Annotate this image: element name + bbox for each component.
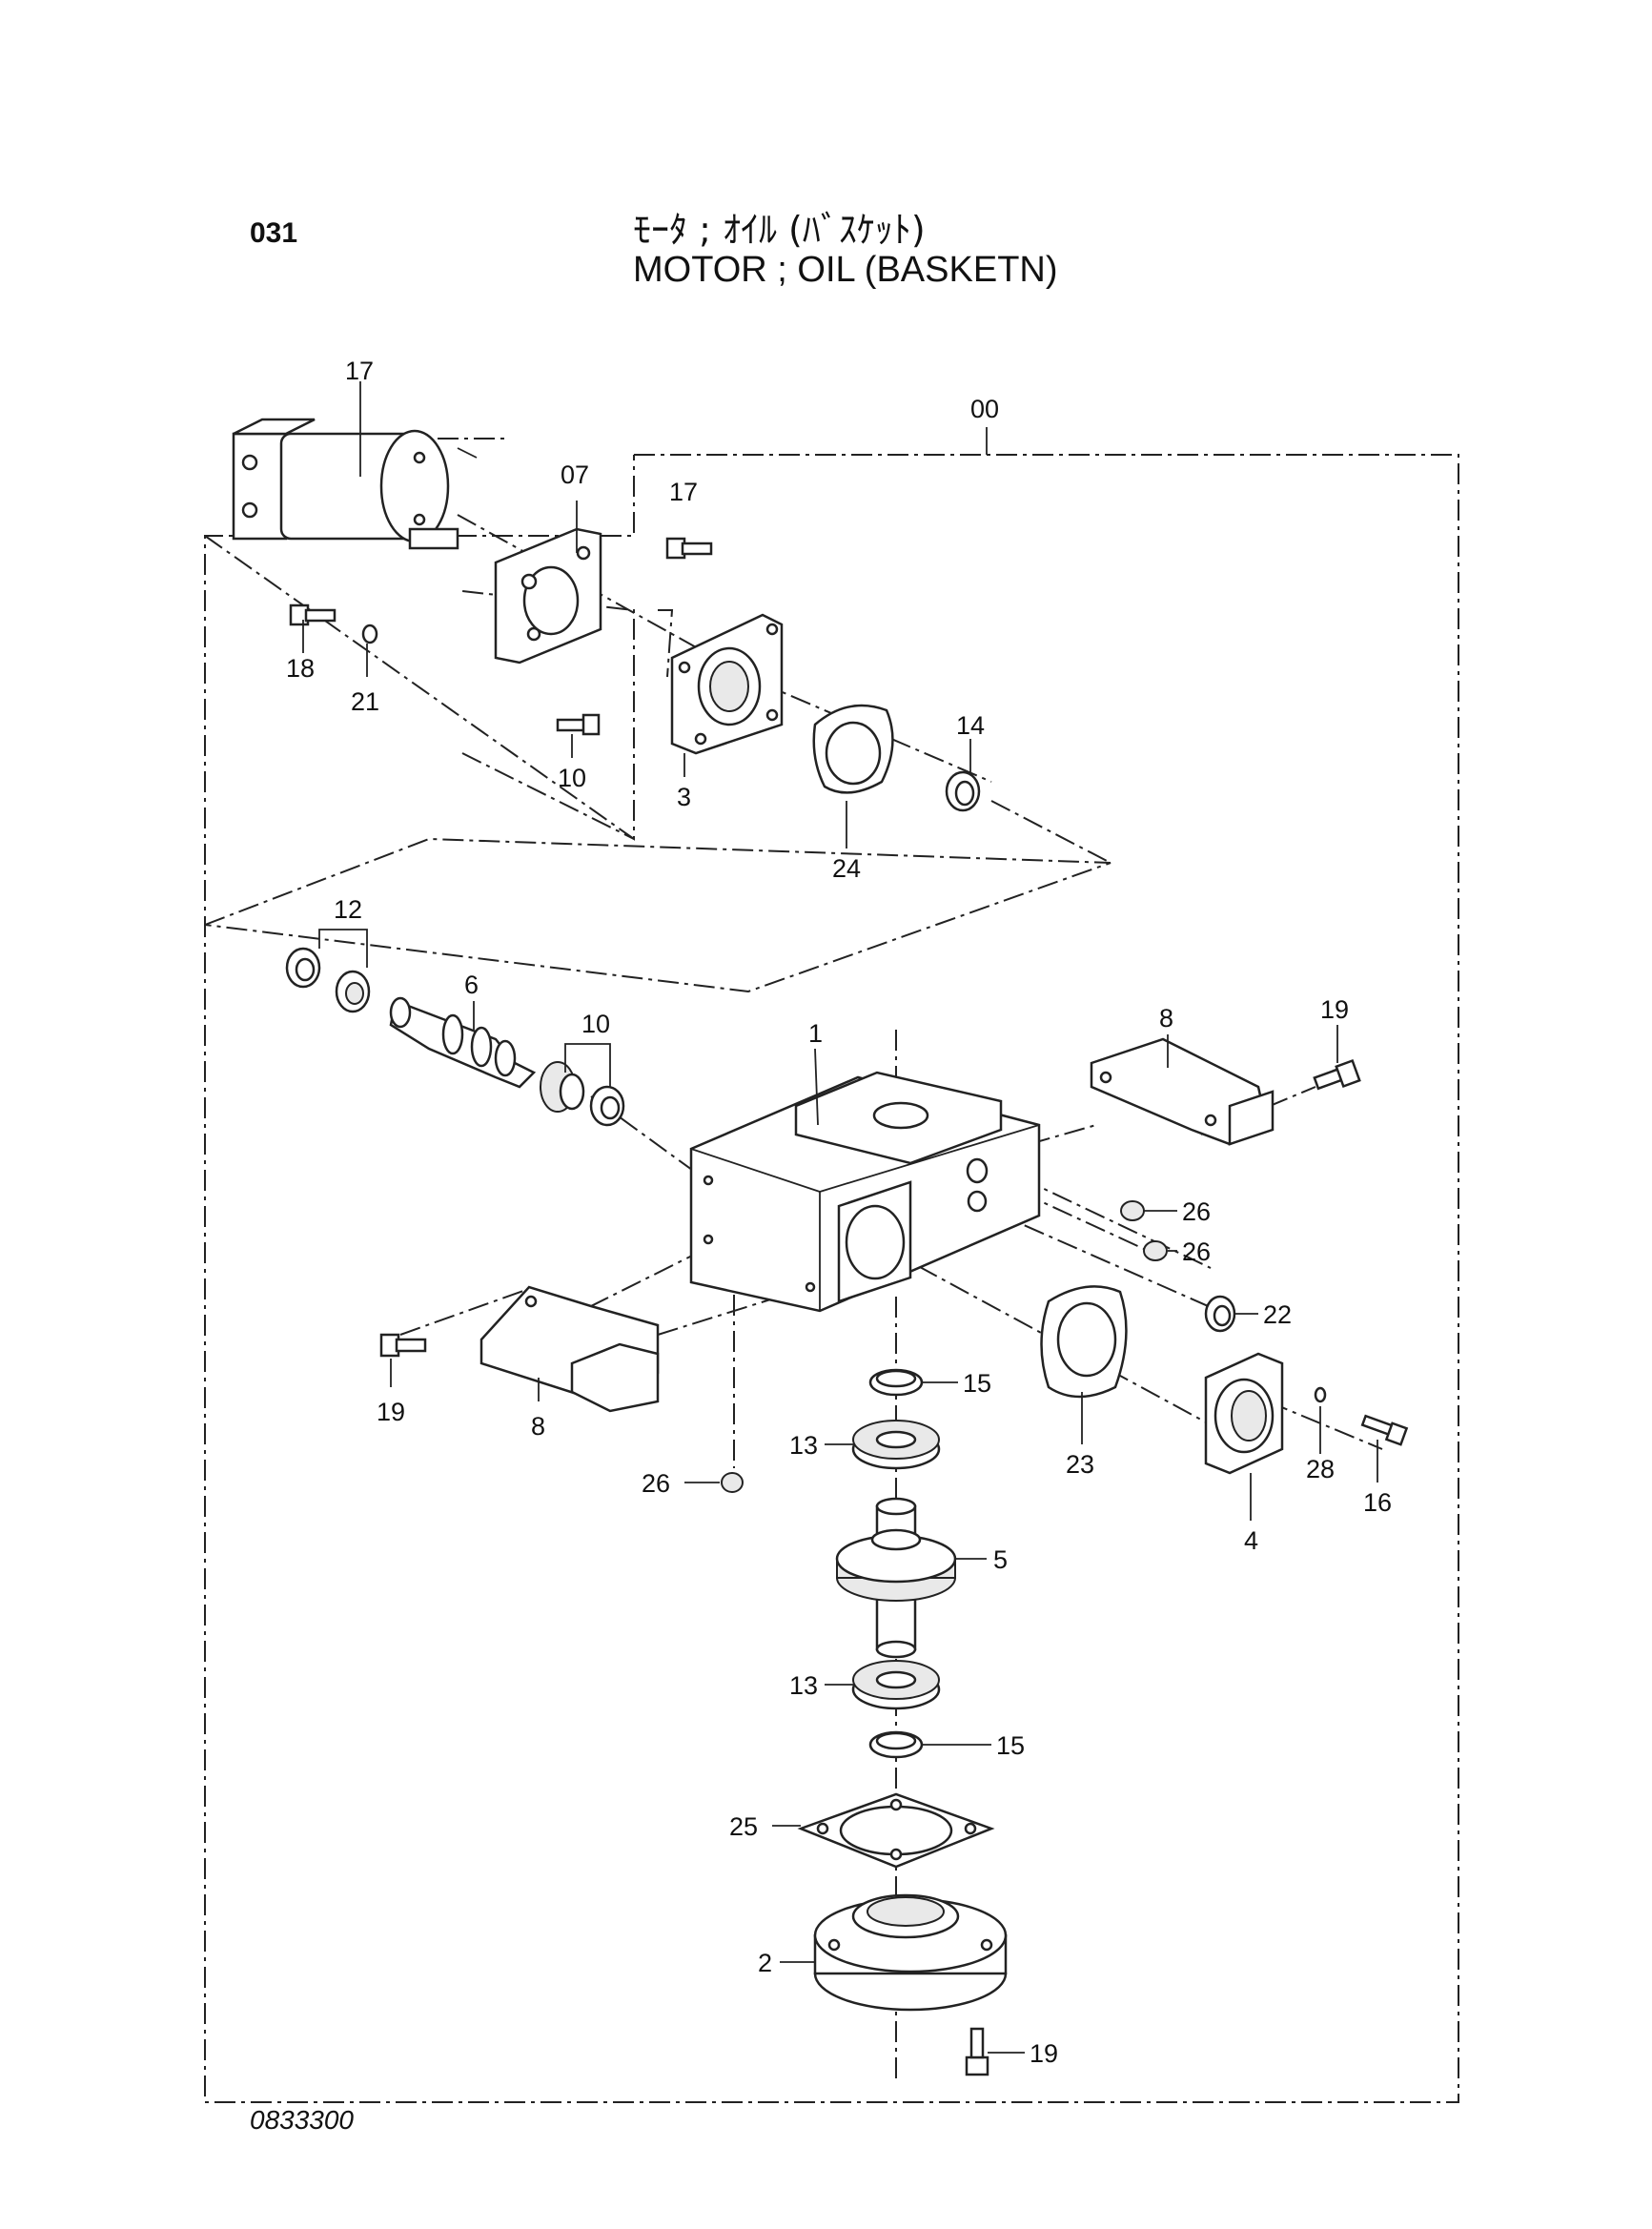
callout-3: 3 bbox=[677, 783, 691, 811]
bearing-part-13a bbox=[851, 1420, 941, 1470]
adapter-plate-part-07 bbox=[494, 527, 602, 665]
callout-18: 18 bbox=[286, 654, 315, 683]
assembly-boundary-00 bbox=[204, 427, 1459, 2103]
callout-26c: 26 bbox=[642, 1469, 670, 1498]
bearing-part-10b bbox=[540, 1061, 625, 1127]
seal-part-22 bbox=[1204, 1295, 1236, 1333]
plug-part-26a bbox=[1120, 1200, 1145, 1221]
gear-case-part-1 bbox=[689, 1071, 1041, 1313]
callout-16: 16 bbox=[1363, 1488, 1392, 1517]
callout-19b: 19 bbox=[377, 1398, 405, 1426]
gear-shaft-part-5 bbox=[835, 1497, 957, 1659]
diagram-title-japanese: ﾓｰﾀ ; ｵｲﾙ (ﾊﾞｽｹｯﾄ) bbox=[633, 209, 926, 251]
callout-26a: 26 bbox=[1182, 1197, 1211, 1226]
bracket-part-8a bbox=[1090, 1037, 1275, 1146]
ring-part-15b bbox=[868, 1730, 924, 1759]
bolt-part-18 bbox=[289, 603, 337, 626]
bearing-part-12 bbox=[285, 947, 371, 1013]
bearing-part-13b bbox=[851, 1660, 941, 1710]
callout-19c: 19 bbox=[1030, 2039, 1058, 2068]
plug-part-26b bbox=[1143, 1240, 1168, 1261]
callout-5: 5 bbox=[993, 1545, 1008, 1574]
ring-part-15a bbox=[868, 1368, 924, 1397]
callout-17b: 17 bbox=[669, 478, 698, 506]
callout-00: 00 bbox=[970, 395, 999, 423]
callout-23: 23 bbox=[1066, 1450, 1094, 1479]
washer-part-21 bbox=[361, 624, 378, 644]
bolt-part-19c bbox=[965, 2027, 989, 2076]
callout-26b: 26 bbox=[1182, 1237, 1211, 1266]
flange-housing-part-3 bbox=[670, 613, 784, 755]
callout-12: 12 bbox=[334, 895, 362, 924]
callout-8a: 8 bbox=[1159, 1004, 1173, 1033]
bolt-part-19b bbox=[379, 1333, 427, 1358]
diagram-title-english: MOTOR ; OIL (BASKETN) bbox=[633, 250, 1058, 290]
callout-4: 4 bbox=[1244, 1526, 1258, 1555]
bottom-cover-part-2 bbox=[813, 1893, 1008, 2012]
callout-8b: 8 bbox=[531, 1412, 545, 1441]
worm-shaft-part-6 bbox=[389, 996, 537, 1089]
callout-17a: 17 bbox=[345, 357, 374, 385]
callout-10b: 10 bbox=[581, 1010, 610, 1038]
leader-lines bbox=[302, 381, 1378, 2054]
page-number: 031 bbox=[250, 217, 298, 249]
gasket-part-25 bbox=[797, 1792, 995, 1869]
gasket-part-23 bbox=[1040, 1285, 1128, 1399]
side-cover-part-4 bbox=[1204, 1352, 1284, 1475]
callout-25: 25 bbox=[729, 1812, 758, 1841]
callout-15b: 15 bbox=[996, 1731, 1025, 1760]
callout-6: 6 bbox=[464, 971, 479, 999]
callout-24: 24 bbox=[832, 854, 861, 883]
callout-labels: 17 00 07 17 18 21 10 3 14 24 12 6 10 1 8… bbox=[286, 357, 1392, 2068]
motor-part-17 bbox=[232, 418, 478, 550]
callout-1: 1 bbox=[808, 1019, 823, 1048]
bolt-part-19a bbox=[1313, 1058, 1361, 1091]
bolt-part-16 bbox=[1360, 1414, 1409, 1446]
callout-19a: 19 bbox=[1320, 995, 1349, 1024]
washer-part-28 bbox=[1314, 1386, 1327, 1403]
callout-22: 22 bbox=[1263, 1300, 1292, 1329]
bolt-part-10a bbox=[556, 713, 601, 736]
callout-15a: 15 bbox=[963, 1369, 991, 1398]
callout-10a: 10 bbox=[558, 764, 586, 792]
gasket-part-24 bbox=[812, 704, 894, 794]
bracket-part-8b bbox=[479, 1285, 660, 1413]
callout-07: 07 bbox=[561, 460, 589, 489]
callout-13a: 13 bbox=[789, 1431, 818, 1460]
bolt-part-17 bbox=[665, 537, 713, 560]
drawing-number: 0833300 bbox=[250, 2105, 355, 2135]
callout-21: 21 bbox=[351, 687, 379, 716]
callout-14: 14 bbox=[956, 711, 985, 740]
callout-28: 28 bbox=[1306, 1455, 1335, 1483]
oil-seal-part-14 bbox=[945, 770, 981, 812]
callout-13b: 13 bbox=[789, 1671, 818, 1700]
plug-part-26c bbox=[721, 1472, 744, 1493]
callout-2: 2 bbox=[758, 1949, 772, 1977]
